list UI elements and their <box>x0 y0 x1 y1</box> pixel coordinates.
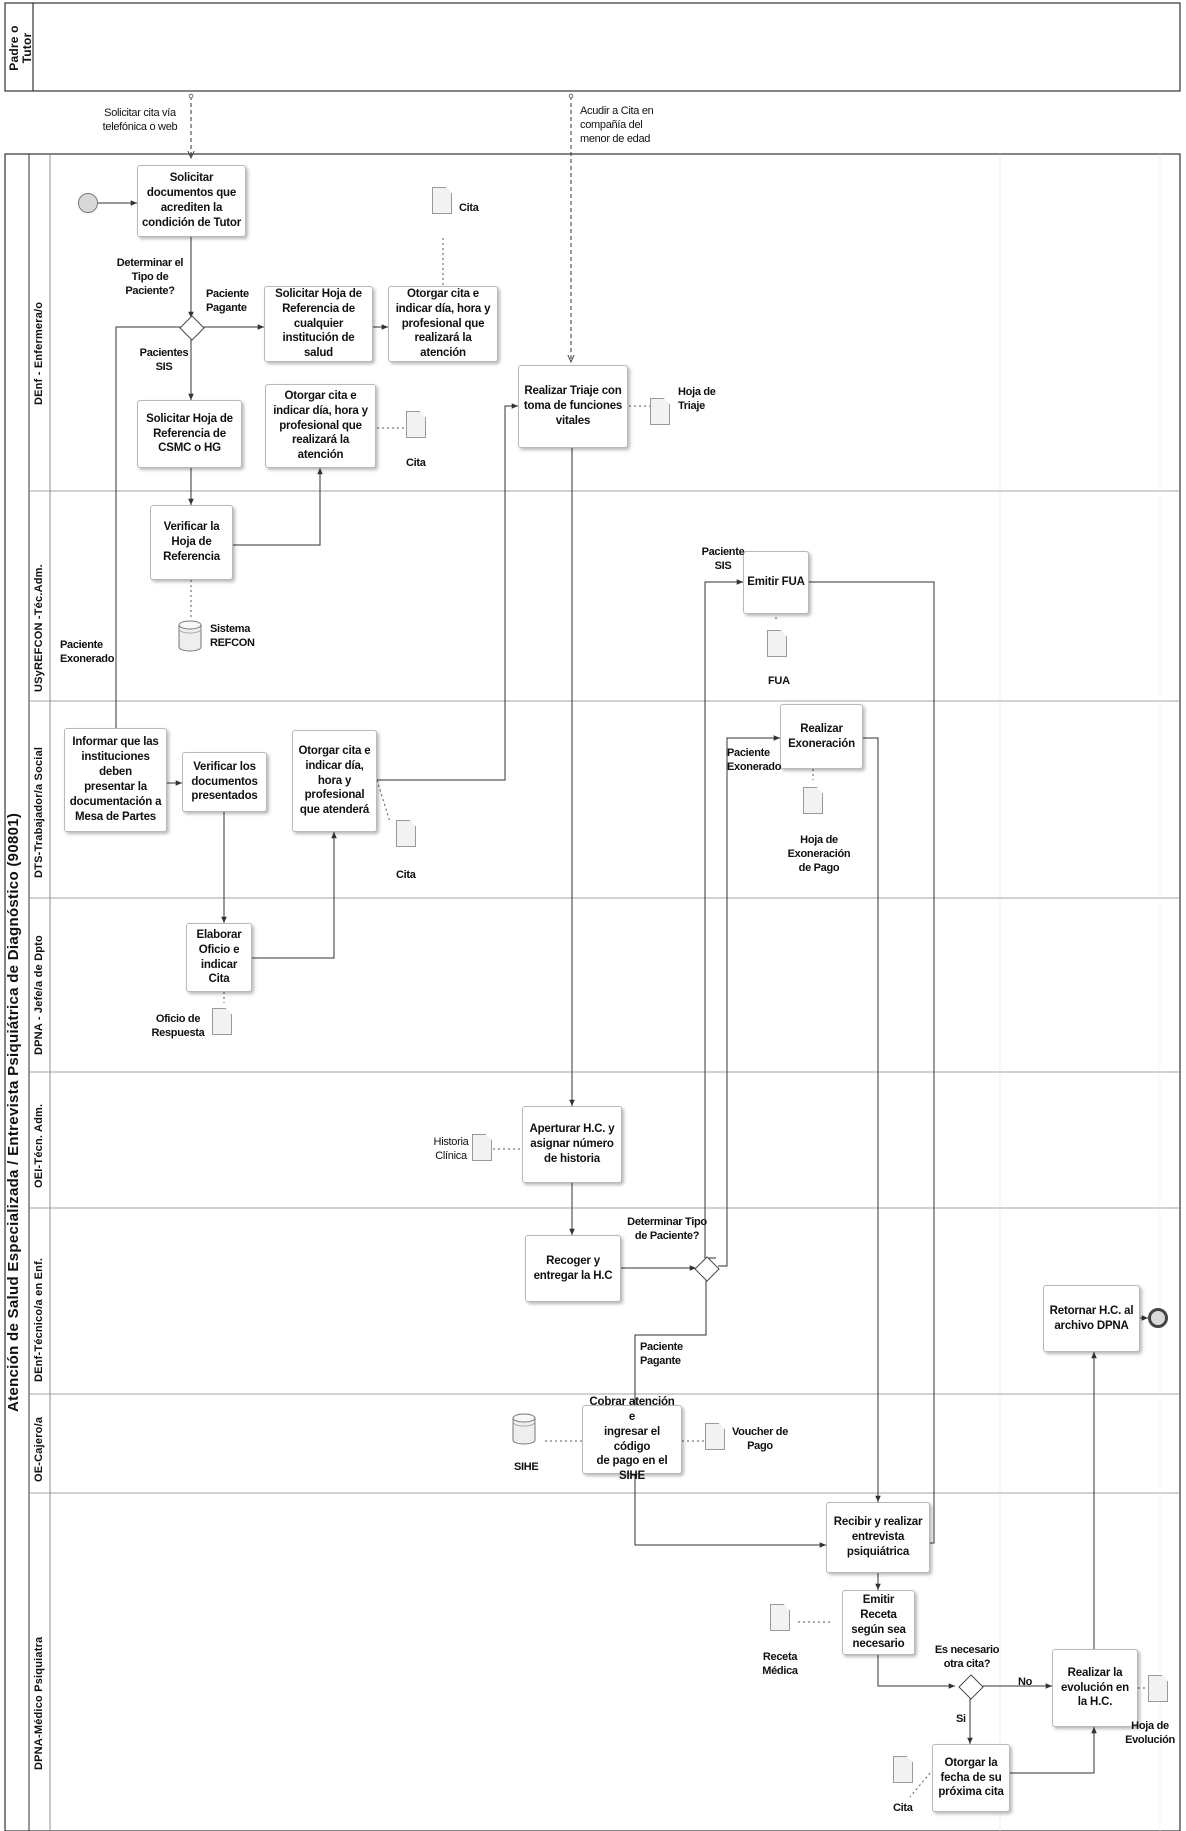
doc-hoja-evolucion-icon <box>1148 1675 1168 1702</box>
task-solicitar-documentos: Solicitar documentos que acrediten la co… <box>137 165 246 237</box>
task-verificar-hoja: Verificar la Hoja de Referencia <box>150 505 233 580</box>
label-si: Si <box>956 1713 966 1725</box>
lane-label-oei: OEI-Técn. Adm. <box>33 1103 45 1188</box>
label-determinar-tipo: Determinar el Tipo de Paciente? <box>116 257 184 298</box>
task-verificar-documentos: Verificar los documentos presentados <box>182 752 267 812</box>
doc-cita-2-icon <box>406 411 426 438</box>
task-recoger-hc: Recoger y entregar la H.C <box>525 1235 621 1302</box>
label-paciente-exonerado-2: Paciente Exonerado <box>727 747 782 774</box>
doc-historia-clinica-icon <box>472 1134 492 1161</box>
task-solicitar-hoja-csmc: Solicitar Hoja de Referencia de CSMC o H… <box>137 400 242 468</box>
doc-oficio-respuesta-icon <box>212 1008 232 1035</box>
lane-label-tecnica-enf: DEnf-Técnico/a en Enf. <box>33 1257 45 1382</box>
artifact-fua: FUA <box>768 675 790 687</box>
doc-cita-3-icon <box>396 820 416 847</box>
lane-label-cajero: OE-Cajero/a <box>33 1416 45 1482</box>
task-solicitar-hoja-cualquier: Solicitar Hoja de Referencia de cualquie… <box>264 286 373 362</box>
label-pacientes-sis: Pacientes SIS <box>139 347 189 374</box>
task-realizar-exoneracion: Realizar Exoneración <box>780 704 863 769</box>
label-solicitar-cita-via: Solicitar cita vía telefónica o web <box>102 107 178 134</box>
start-event <box>78 193 98 213</box>
doc-hoja-exoneracion-icon <box>803 787 823 814</box>
task-cobrar-atencion: Cobrar atención e ingresar el código de … <box>582 1396 682 1482</box>
doc-fua-icon <box>767 630 787 657</box>
label-es-necesario: Es necesario otra cita? <box>934 1644 1000 1671</box>
artifact-hoja-exoneracion: Hoja de Exoneración de Pago <box>787 834 851 875</box>
artifact-oficio-respuesta: Oficio de Respuesta <box>151 1013 205 1040</box>
artifact-hoja-evolucion: Hoja de Evolución <box>1125 1720 1175 1747</box>
sequence-flows <box>96 96 1148 1774</box>
label-acudir-cita: Acudir a Cita en compañía del menor de e… <box>580 105 654 146</box>
artifact-receta-medica: Receta Médica <box>762 1651 798 1678</box>
lane-label-jefatura: DPNA - Jefe/a de Dpto <box>33 935 45 1055</box>
artifact-cita-4: Cita <box>893 1802 913 1814</box>
artifact-sistema-refcon: Sistema REFCON <box>210 623 255 650</box>
lane-label-enfermera: DEnf - Enfermera/o <box>33 301 45 405</box>
task-emitir-fua: Emitir FUA <box>743 551 809 614</box>
database-sihe-icon <box>512 1413 536 1445</box>
lane-label-padre: Padre o Tutor <box>7 25 35 71</box>
task-otorgar-cita-enf2: Otorgar cita e indicar día, hora y profe… <box>265 384 376 468</box>
label-determinar-tipo-2: Determinar Tipo de Paciente? <box>627 1216 707 1243</box>
task-otorgar-fecha: Otorgar la fecha de su próxima cita <box>932 1744 1010 1812</box>
task-aperturar-hc: Aperturar H.C. y asignar número de histo… <box>522 1106 622 1183</box>
artifact-cita-2: Cita <box>406 457 426 469</box>
artifact-historia-clinica: Historia Clínica <box>433 1136 469 1163</box>
artifact-sihe: SIHE <box>514 1461 539 1473</box>
doc-voucher-pago-icon <box>705 1423 725 1450</box>
pool-padre-tutor <box>4 2 1181 92</box>
task-emitir-receta: Emitir Receta según sea necesario <box>842 1590 915 1655</box>
database-refcon-icon <box>178 620 202 652</box>
doc-cita-1-icon <box>432 187 452 214</box>
artifact-cita-1: Cita <box>459 202 479 214</box>
doc-cita-4-icon <box>893 1756 913 1783</box>
data-associations <box>190 238 1148 1798</box>
task-informar-instituciones: Informar que las instituciones deben pre… <box>64 728 167 832</box>
end-event <box>1148 1308 1168 1328</box>
pool-title: Atención de Salud Especializada / Entrev… <box>5 812 22 1412</box>
task-elaborar-oficio: Elaborar Oficio e indicar Cita <box>186 923 252 992</box>
task-otorgar-cita-ts: Otorgar cita e indicar día, hora y profe… <box>292 730 377 832</box>
artifact-cita-3: Cita <box>396 869 416 881</box>
task-realizar-triaje: Realizar Triaje con toma de funciones vi… <box>518 365 628 448</box>
label-paciente-exonerado-1: Paciente Exonerado <box>60 639 115 666</box>
task-realizar-evolucion: Realizar la evolución en la H.C. <box>1052 1649 1138 1727</box>
task-otorgar-cita-enf1: Otorgar cita e indicar día, hora y profe… <box>388 286 498 362</box>
label-paciente-pagante-1: Paciente Pagante <box>206 288 249 315</box>
task-retornar-hc: Retornar H.C. al archivo DPNA <box>1043 1285 1140 1352</box>
artifact-voucher-pago: Voucher de Pago <box>731 1426 789 1453</box>
doc-receta-medica-icon <box>770 1604 790 1631</box>
lane-label-psiquiatra: DPNA-Médico Psiquiatra <box>33 1636 45 1770</box>
lane-label-trabajador-social: DTS-Trabajador/a Social <box>33 746 45 878</box>
label-no: No <box>1018 1676 1033 1688</box>
label-paciente-sis-2: Paciente SIS <box>701 546 745 573</box>
artifact-hoja-triaje: Hoja de Triaje <box>678 386 716 413</box>
label-paciente-pagante-2: Paciente Pagante <box>640 1341 683 1368</box>
doc-hoja-triaje-icon <box>650 398 670 425</box>
task-recibir-entrevista: Recibir y realizar entrevista psiquiátri… <box>826 1502 930 1573</box>
lane-label-usyrefcon: USyREFCON -Téc.Adm. <box>33 564 45 692</box>
